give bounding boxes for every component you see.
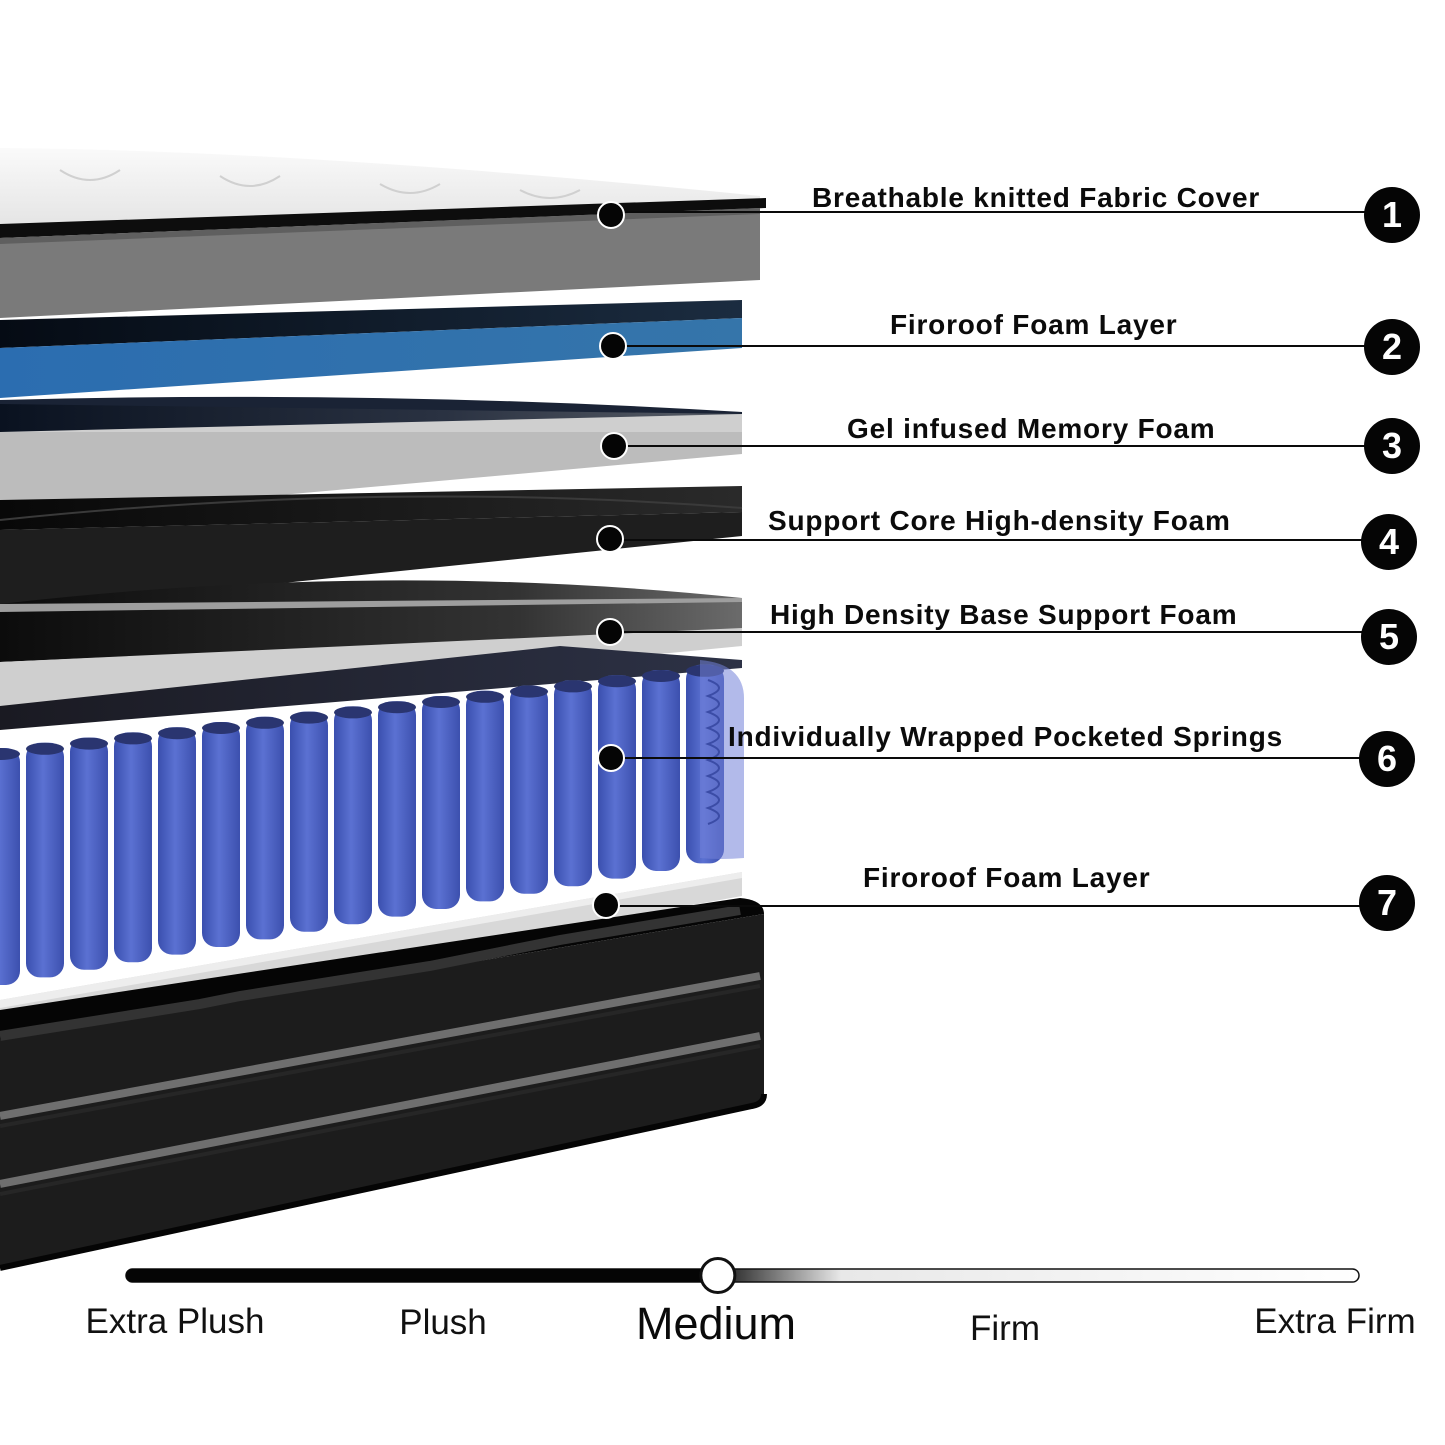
firoroof-foam-layer-top — [0, 300, 742, 398]
spring-coil — [0, 748, 20, 985]
spring-coil-cap — [26, 742, 64, 755]
spring-coil-cap — [70, 737, 108, 750]
layer-label-1: Breathable knitted Fabric Cover — [812, 182, 1261, 213]
firmness-level-plush: Plush — [399, 1303, 487, 1342]
spring-coil-cap — [158, 727, 196, 740]
spring-coil — [378, 701, 416, 917]
spring-coil-cap — [334, 706, 372, 719]
firmness-level-extra-plush: Extra Plush — [85, 1302, 265, 1341]
layer-number-badge-4: 4 — [1361, 514, 1417, 570]
pocketed-springs-layer — [0, 646, 745, 985]
firmness-scale-fill — [126, 1269, 718, 1282]
layer-label-5: High Density Base Support Foam — [770, 599, 1238, 630]
layer-number-badge-6: 6 — [1359, 731, 1415, 787]
spring-coil-cap — [554, 680, 592, 693]
spring-coil-cap — [378, 701, 416, 714]
spring-coil-cap — [0, 748, 20, 760]
spring-coil — [158, 727, 196, 955]
spring-coil — [290, 711, 328, 932]
spring-coil — [554, 680, 592, 887]
layer-label-2: Firoroof Foam Layer — [890, 309, 1178, 340]
spring-coil-cap — [202, 722, 240, 734]
black-base-layer — [0, 898, 767, 1271]
layer-number-badge-2: 2 — [1364, 319, 1420, 375]
firmness-level-extra-firm: Extra Firm — [1254, 1302, 1416, 1341]
spring-coil — [598, 675, 636, 879]
spring-coil — [466, 690, 504, 902]
firmness-scale-knob[interactable] — [699, 1257, 737, 1294]
layer-number-badge-1: 1 — [1364, 187, 1420, 243]
spring-coil-cap — [246, 716, 284, 729]
spring-coil — [114, 732, 152, 963]
spring-coil-cap — [290, 711, 328, 724]
anchor-dots — [592, 201, 628, 919]
layer-label-6: Individually Wrapped Pocketed Springs — [728, 721, 1283, 752]
layer-number-badge-5: 5 — [1361, 609, 1417, 665]
spring-coil — [246, 716, 284, 940]
layer-label-3: Gel infused Memory Foam — [847, 413, 1216, 444]
firmness-level-medium: Medium — [635, 1298, 797, 1349]
spring-coil — [70, 737, 108, 970]
support-core-foam-layer — [0, 486, 743, 612]
layer-label-4: Support Core High-density Foam — [768, 505, 1231, 536]
spring-coil — [642, 670, 680, 871]
firmness-scale-track — [125, 1257, 1360, 1294]
spring-coil-cap — [598, 675, 636, 688]
spring-coil-cap — [114, 732, 152, 745]
layer-number-badge-7: 7 — [1359, 875, 1415, 931]
layer-number-badge-3: 3 — [1364, 418, 1420, 474]
spring-coil-cap — [642, 670, 680, 682]
spring-coil-cap — [510, 685, 548, 698]
spring-coil — [510, 685, 548, 894]
spring-coil-cap — [422, 696, 460, 708]
fabric-cover-layer — [0, 148, 766, 318]
spring-coil — [26, 742, 64, 978]
spring-coil — [422, 696, 460, 909]
spring-coil — [202, 722, 240, 947]
spring-coil-cap — [466, 690, 504, 703]
firmness-level-firm: Firm — [970, 1309, 1040, 1348]
spring-coil — [334, 706, 372, 925]
leader-lines — [606, 211, 1366, 907]
layer-label-7: Firoroof Foam Layer — [863, 862, 1151, 893]
